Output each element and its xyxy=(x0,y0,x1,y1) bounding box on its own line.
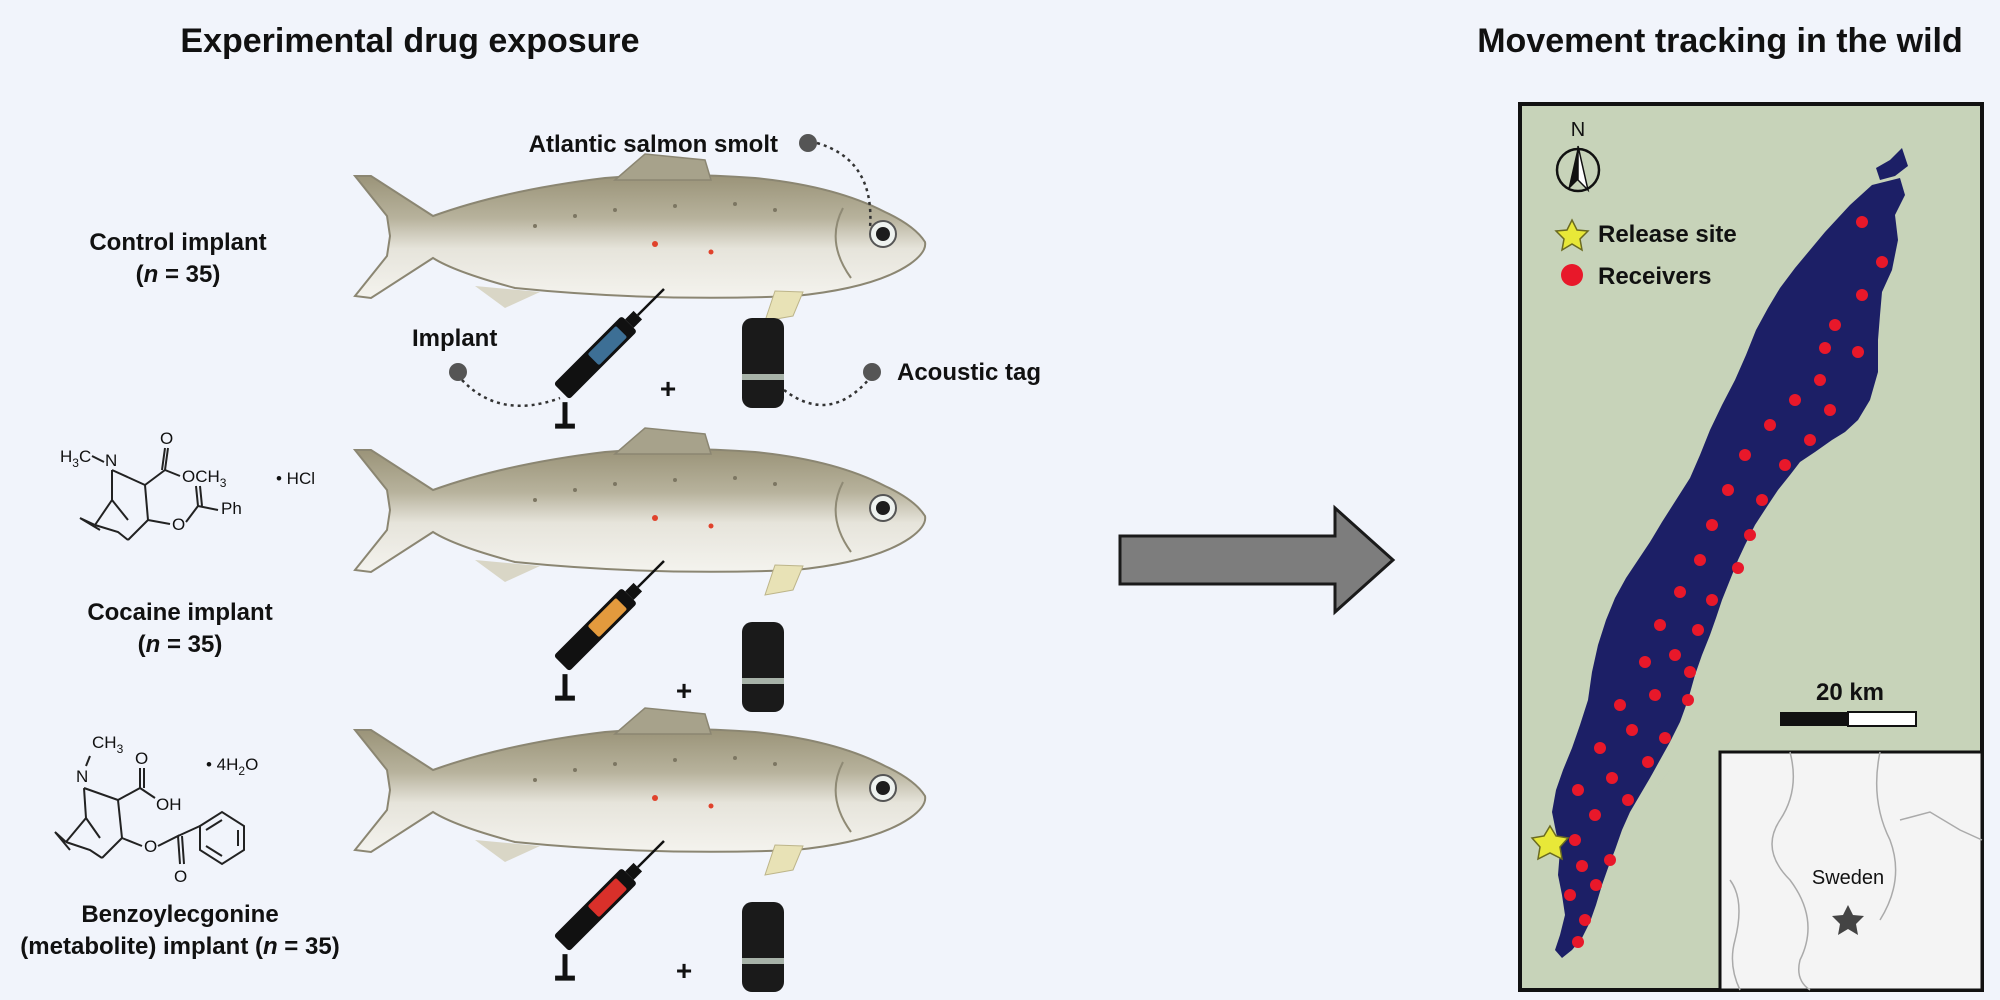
group-label-cocaine: Cocaine implant xyxy=(87,599,272,626)
svg-text:O: O xyxy=(144,837,157,856)
inset-map xyxy=(1718,750,1984,992)
inset-country-label: Sweden xyxy=(1812,867,1884,889)
svg-text:O: O xyxy=(160,429,173,448)
syringe-fill-control xyxy=(588,326,627,365)
receiver-dots xyxy=(1564,216,1888,948)
north-label: N xyxy=(1571,119,1585,141)
svg-text:O: O xyxy=(174,867,187,886)
group-label-benzoylecgonine: Benzoylecgonine xyxy=(81,901,278,928)
inset-location-star xyxy=(1832,905,1864,935)
group-label-control: Control implant xyxy=(89,229,266,256)
scale-bar-white xyxy=(1847,711,1917,727)
benzoyl-n-atom: N xyxy=(76,767,88,786)
syringe-control xyxy=(533,281,688,436)
cocaine-ester-label: OCH3 xyxy=(182,467,227,490)
group-n-cocaine: (n = 35) xyxy=(138,631,223,658)
cocaine-salt: • HCl xyxy=(276,469,315,488)
tag-callout-line xyxy=(783,377,871,407)
cocaine-nme-label: H3C xyxy=(60,447,91,470)
syringe-fill-benzoylecgonine xyxy=(588,878,627,917)
salmon-smolt-benzoylecgonine xyxy=(354,707,927,876)
legend-release-label: Release site xyxy=(1598,221,1737,248)
right-panel-title: Movement tracking in the wild xyxy=(1477,22,1963,60)
lake-peninsula xyxy=(1628,770,1675,872)
smolt-callout-dot xyxy=(799,134,817,152)
plus-sign-cocaine: + xyxy=(676,675,692,706)
lake-body xyxy=(1552,178,1905,958)
acoustic-tag-cocaine xyxy=(742,622,784,712)
lake-islet xyxy=(1876,148,1908,180)
implant-callout-label: Implant xyxy=(412,325,497,352)
benzoyl-oh-label: OH xyxy=(156,795,182,814)
cocaine-ph-label: Ph xyxy=(221,499,242,518)
scale-label: 20 km xyxy=(1816,679,1884,706)
smolt-callout-label: Atlantic salmon smolt xyxy=(529,131,778,158)
release-site-star xyxy=(1530,824,1570,861)
salmon-smolt-cocaine xyxy=(354,427,927,596)
legend-star-icon xyxy=(1554,218,1590,252)
left-panel-title: Experimental drug exposure xyxy=(180,22,639,60)
tracking-map: N Release site Receivers 20 km Sweden xyxy=(1518,102,1984,992)
syringe-benzoylecgonine xyxy=(533,833,688,988)
group-n-benzoylecgonine: (metabolite) implant (n = 35) xyxy=(20,933,339,960)
plus-sign-control: + xyxy=(660,373,676,404)
group-n-control: (n = 35) xyxy=(136,261,221,288)
syringe-cocaine xyxy=(533,553,688,708)
tag-callout-dot xyxy=(863,363,881,381)
syringe-fill-cocaine xyxy=(588,598,627,637)
svg-text:O: O xyxy=(172,515,185,534)
tag-callout-label: Acoustic tag xyxy=(897,359,1041,386)
cocaine-n-atom: N xyxy=(105,451,117,470)
salmon-smolt-control xyxy=(354,153,927,322)
implant-callout-dot xyxy=(449,363,467,381)
benzoyl-salt: • 4H2O xyxy=(206,755,258,778)
plus-sign-benzoylecgonine: + xyxy=(676,955,692,986)
benzoylecgonine-structure: CH3 N • 4H2O O OH O O xyxy=(54,733,258,886)
legend-receivers-label: Receivers xyxy=(1598,263,1711,290)
scale-bar-black xyxy=(1780,712,1848,726)
acoustic-tag-control xyxy=(742,318,784,408)
cocaine-structure: H3C N O OCH3 • HCl O Ph xyxy=(60,429,315,541)
benzoyl-ch3-label: CH3 xyxy=(92,733,124,756)
flow-arrow xyxy=(1118,504,1396,616)
acoustic-tag-benzoylecgonine xyxy=(742,902,784,992)
implant-callout-line xyxy=(461,379,561,408)
legend-receiver-icon xyxy=(1561,264,1583,286)
svg-text:O: O xyxy=(135,749,148,768)
